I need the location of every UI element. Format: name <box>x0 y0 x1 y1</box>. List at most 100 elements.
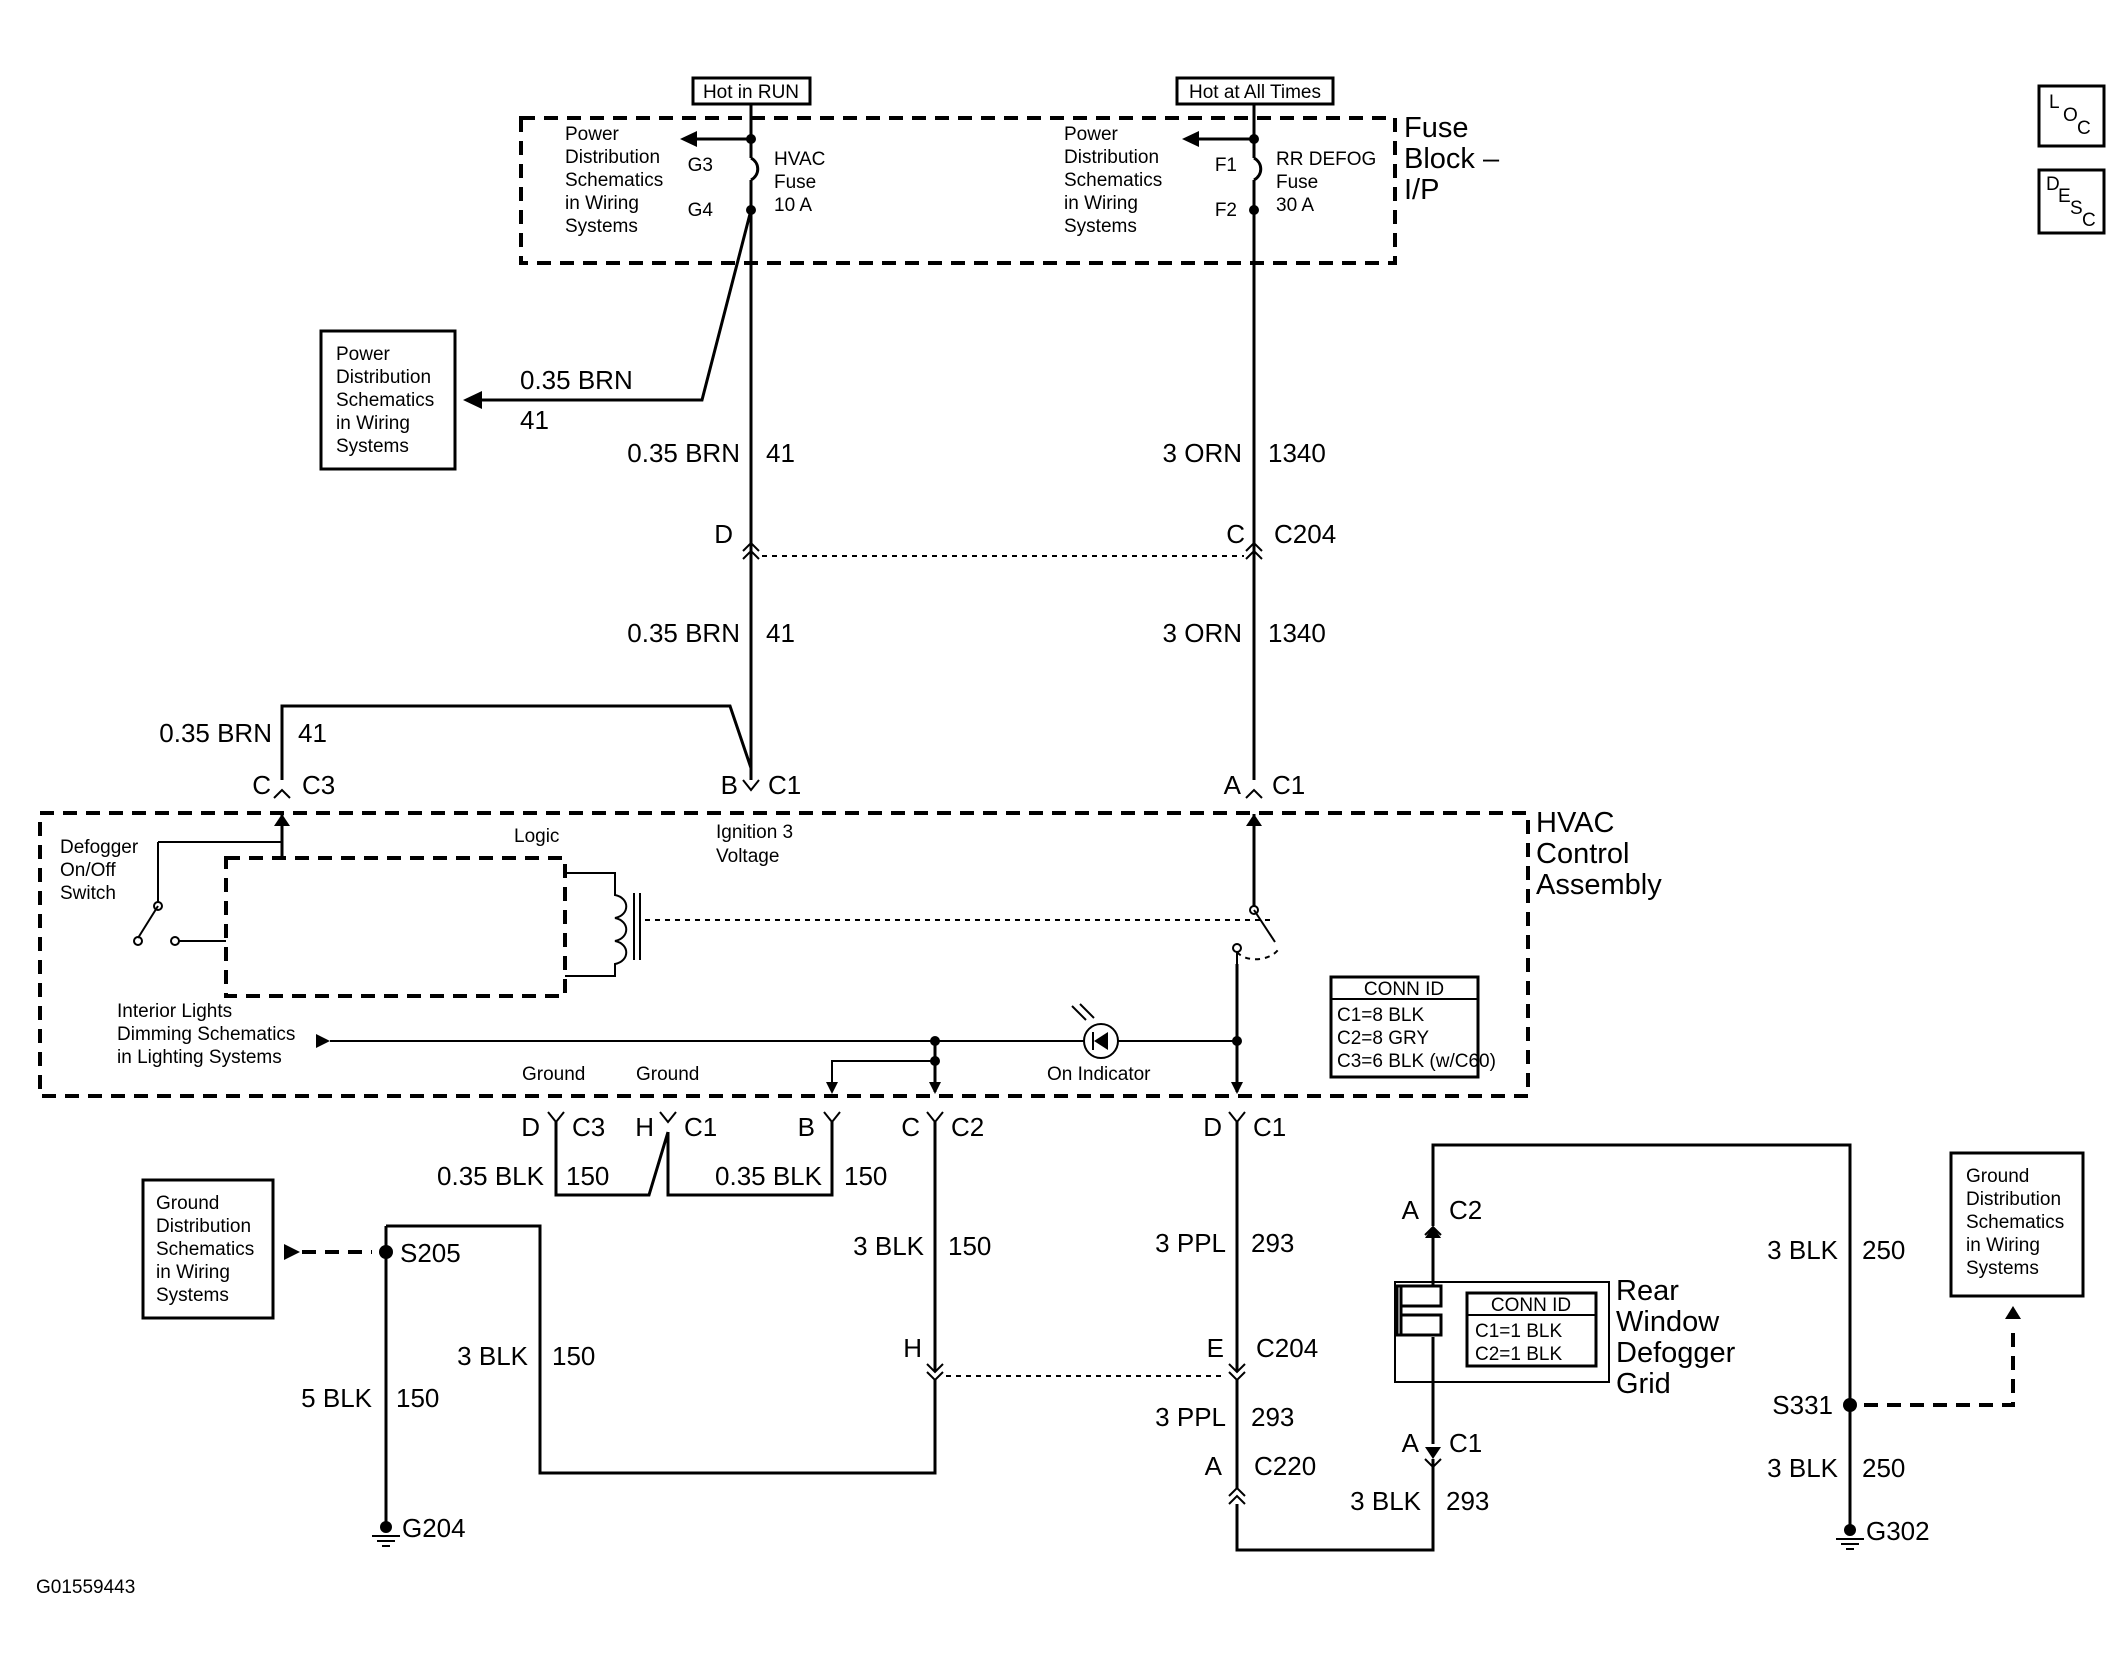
rrdefog-fuse-label: RR DEFOG Fuse 30 A <box>1276 149 1382 216</box>
circuit-41-label-2: 41 <box>766 618 795 648</box>
conn-id-hvac-box <box>1329 975 1480 1079</box>
relay-blade <box>1253 909 1276 943</box>
switch-contact-top <box>153 901 163 911</box>
gd-right-link <box>1864 1325 2015 1407</box>
wire-brn-label-2: 0.35 BRN <box>627 618 740 648</box>
pin-c-c2: C <box>901 1112 920 1142</box>
circuit-1340-label-2: 1340 <box>1268 618 1326 648</box>
hvac-fuse-icon <box>750 156 760 182</box>
connector-c2-c-icon <box>926 1111 944 1124</box>
switch-contact-right <box>170 936 180 946</box>
grid-element-top <box>1399 1284 1443 1308</box>
conn-id-grid-title: CONN ID <box>1491 1295 1571 1316</box>
circuit-41-label-pd: 41 <box>520 405 549 435</box>
pin-a-c220: A <box>1205 1451 1223 1481</box>
conn-id-grid-box <box>1465 1291 1598 1368</box>
ground-arrow-icon-2 <box>929 1082 941 1094</box>
circuit-150-label-2: 150 <box>844 1161 887 1191</box>
wire-brn-41-to-pd <box>480 209 753 402</box>
wire-3blk-label-293: 3 BLK <box>1350 1486 1421 1516</box>
switch-blade <box>137 905 159 939</box>
wire-blk-150-c3 <box>554 1122 670 1197</box>
relay-coil-icon <box>565 872 628 977</box>
led-rays-icon <box>1071 1003 1095 1021</box>
wire-brn-label-pd: 0.35 BRN <box>520 365 633 395</box>
pin-f1: F1 <box>1215 155 1237 176</box>
switch-contact-left <box>133 936 143 946</box>
wire-blk-150-c2b <box>666 1122 834 1197</box>
hvac-fuse-label: HVAC Fuse 10 A <box>774 149 831 216</box>
connector-c1-a-icon <box>1245 788 1263 799</box>
circuit-1340-label-1: 1340 <box>1268 438 1326 468</box>
ground-dist-left-label: Ground Distribution Schematics in Wiring… <box>156 1193 259 1306</box>
ground-dist-right-box[interactable] <box>1949 1151 2085 1298</box>
ground-g302-dot <box>1844 1524 1856 1536</box>
connector-c204-d-icon <box>742 541 760 560</box>
c1a-arrow-icon <box>1246 814 1262 826</box>
circuit-293-label-2: 293 <box>1251 1402 1294 1432</box>
ground-g204-icon <box>372 1535 400 1547</box>
connector-c2-b-icon <box>823 1111 841 1124</box>
pd-left-box[interactable] <box>319 329 457 471</box>
connector-c3-lower-label: C3 <box>572 1112 605 1142</box>
connector-c204-top-label: C204 <box>1274 519 1336 549</box>
wire-3blk-label-250-2: 3 BLK <box>1767 1453 1838 1483</box>
loc-button[interactable] <box>2037 84 2106 148</box>
desc-letter-s: S <box>2070 198 2083 219</box>
splice-f2 <box>1249 205 1259 215</box>
circuit-150-label-4: 150 <box>552 1341 595 1371</box>
connector-c1-b-icon <box>742 779 760 792</box>
fuse-block-label: Fuse Block – I/P <box>1404 112 1507 206</box>
pin-h-c1: H <box>635 1112 654 1142</box>
ground-dist-right-label: Ground Distribution Schematics in Wiring… <box>1966 1166 2069 1279</box>
hot-at-all-times-label: Hot at All Times <box>1189 82 1321 103</box>
c1d-arrow-icon <box>1231 1082 1243 1094</box>
pin-c-c3: C <box>252 770 271 800</box>
pd-left-arrow-icon <box>463 391 482 409</box>
fuse-block-boundary <box>519 116 1397 265</box>
wire-blk-label-1: 0.35 BLK <box>437 1161 545 1191</box>
figure-id: G01559443 <box>36 1577 135 1598</box>
conn-id-hvac-title: CONN ID <box>1364 979 1444 1000</box>
connector-c204-bottom-label: C204 <box>1256 1333 1318 1363</box>
wire-ppl-label-1: 3 PPL <box>1155 1228 1226 1258</box>
pin-e-c204: E <box>1207 1333 1224 1363</box>
connector-c204-c-icon <box>1245 541 1263 560</box>
wire-orn-label-2: 3 ORN <box>1163 618 1242 648</box>
wire-blk-label-2: 0.35 BLK <box>715 1161 823 1191</box>
connector-grid-c1-icon <box>1424 1458 1442 1469</box>
circuit-250-label-2: 250 <box>1862 1453 1905 1483</box>
pd-arrow-right-icon <box>1182 131 1199 147</box>
pin-a-grid-c2: A <box>1402 1195 1420 1225</box>
relay-contact-top <box>1249 905 1259 915</box>
connector-c1-b-label: C1 <box>768 770 801 800</box>
pin-g3: G3 <box>688 155 713 176</box>
pin-g4: G4 <box>688 200 714 221</box>
connector-grid-c1-label: C1 <box>1449 1428 1482 1458</box>
loc-letter-l: L <box>2049 92 2060 113</box>
pd-top-left-label: Power Distribution Schematics in Wiring … <box>565 124 668 237</box>
desc-letter-d: D <box>2046 174 2060 195</box>
relay-arc <box>1236 949 1279 961</box>
ground-c1b-internal <box>831 1060 935 1092</box>
ignition-3-voltage-label: Ignition 3 Voltage <box>716 822 798 867</box>
desc-button[interactable] <box>2037 168 2106 235</box>
circuit-150-label-3: 150 <box>948 1231 991 1261</box>
connector-c220-a-icon <box>1228 1486 1246 1505</box>
logic-block <box>224 856 567 998</box>
wire-3blk-label-1: 3 BLK <box>853 1231 924 1261</box>
connector-c1-h-label: C1 <box>684 1112 717 1142</box>
connector-c1-d-icon <box>1228 1111 1246 1124</box>
ground-label-1: Ground <box>522 1064 585 1085</box>
ground-dist-left-box[interactable] <box>141 1178 275 1320</box>
wire-brn-label-3: 0.35 BRN <box>159 718 272 748</box>
interior-lights-label: Interior Lights Dimming Schematics in Li… <box>117 1001 301 1068</box>
pin-h-c204: H <box>903 1333 922 1363</box>
wire-3blk-250 <box>1431 1143 1852 1526</box>
pd-top-right-label: Power Distribution Schematics in Wiring … <box>1064 124 1167 237</box>
wire-orn-label-1: 3 ORN <box>1163 438 1242 468</box>
gd-right-arrow-icon <box>2005 1306 2021 1319</box>
wire-5blk-label: 5 BLK <box>301 1383 372 1413</box>
circuit-150-label-5: 150 <box>396 1383 439 1413</box>
